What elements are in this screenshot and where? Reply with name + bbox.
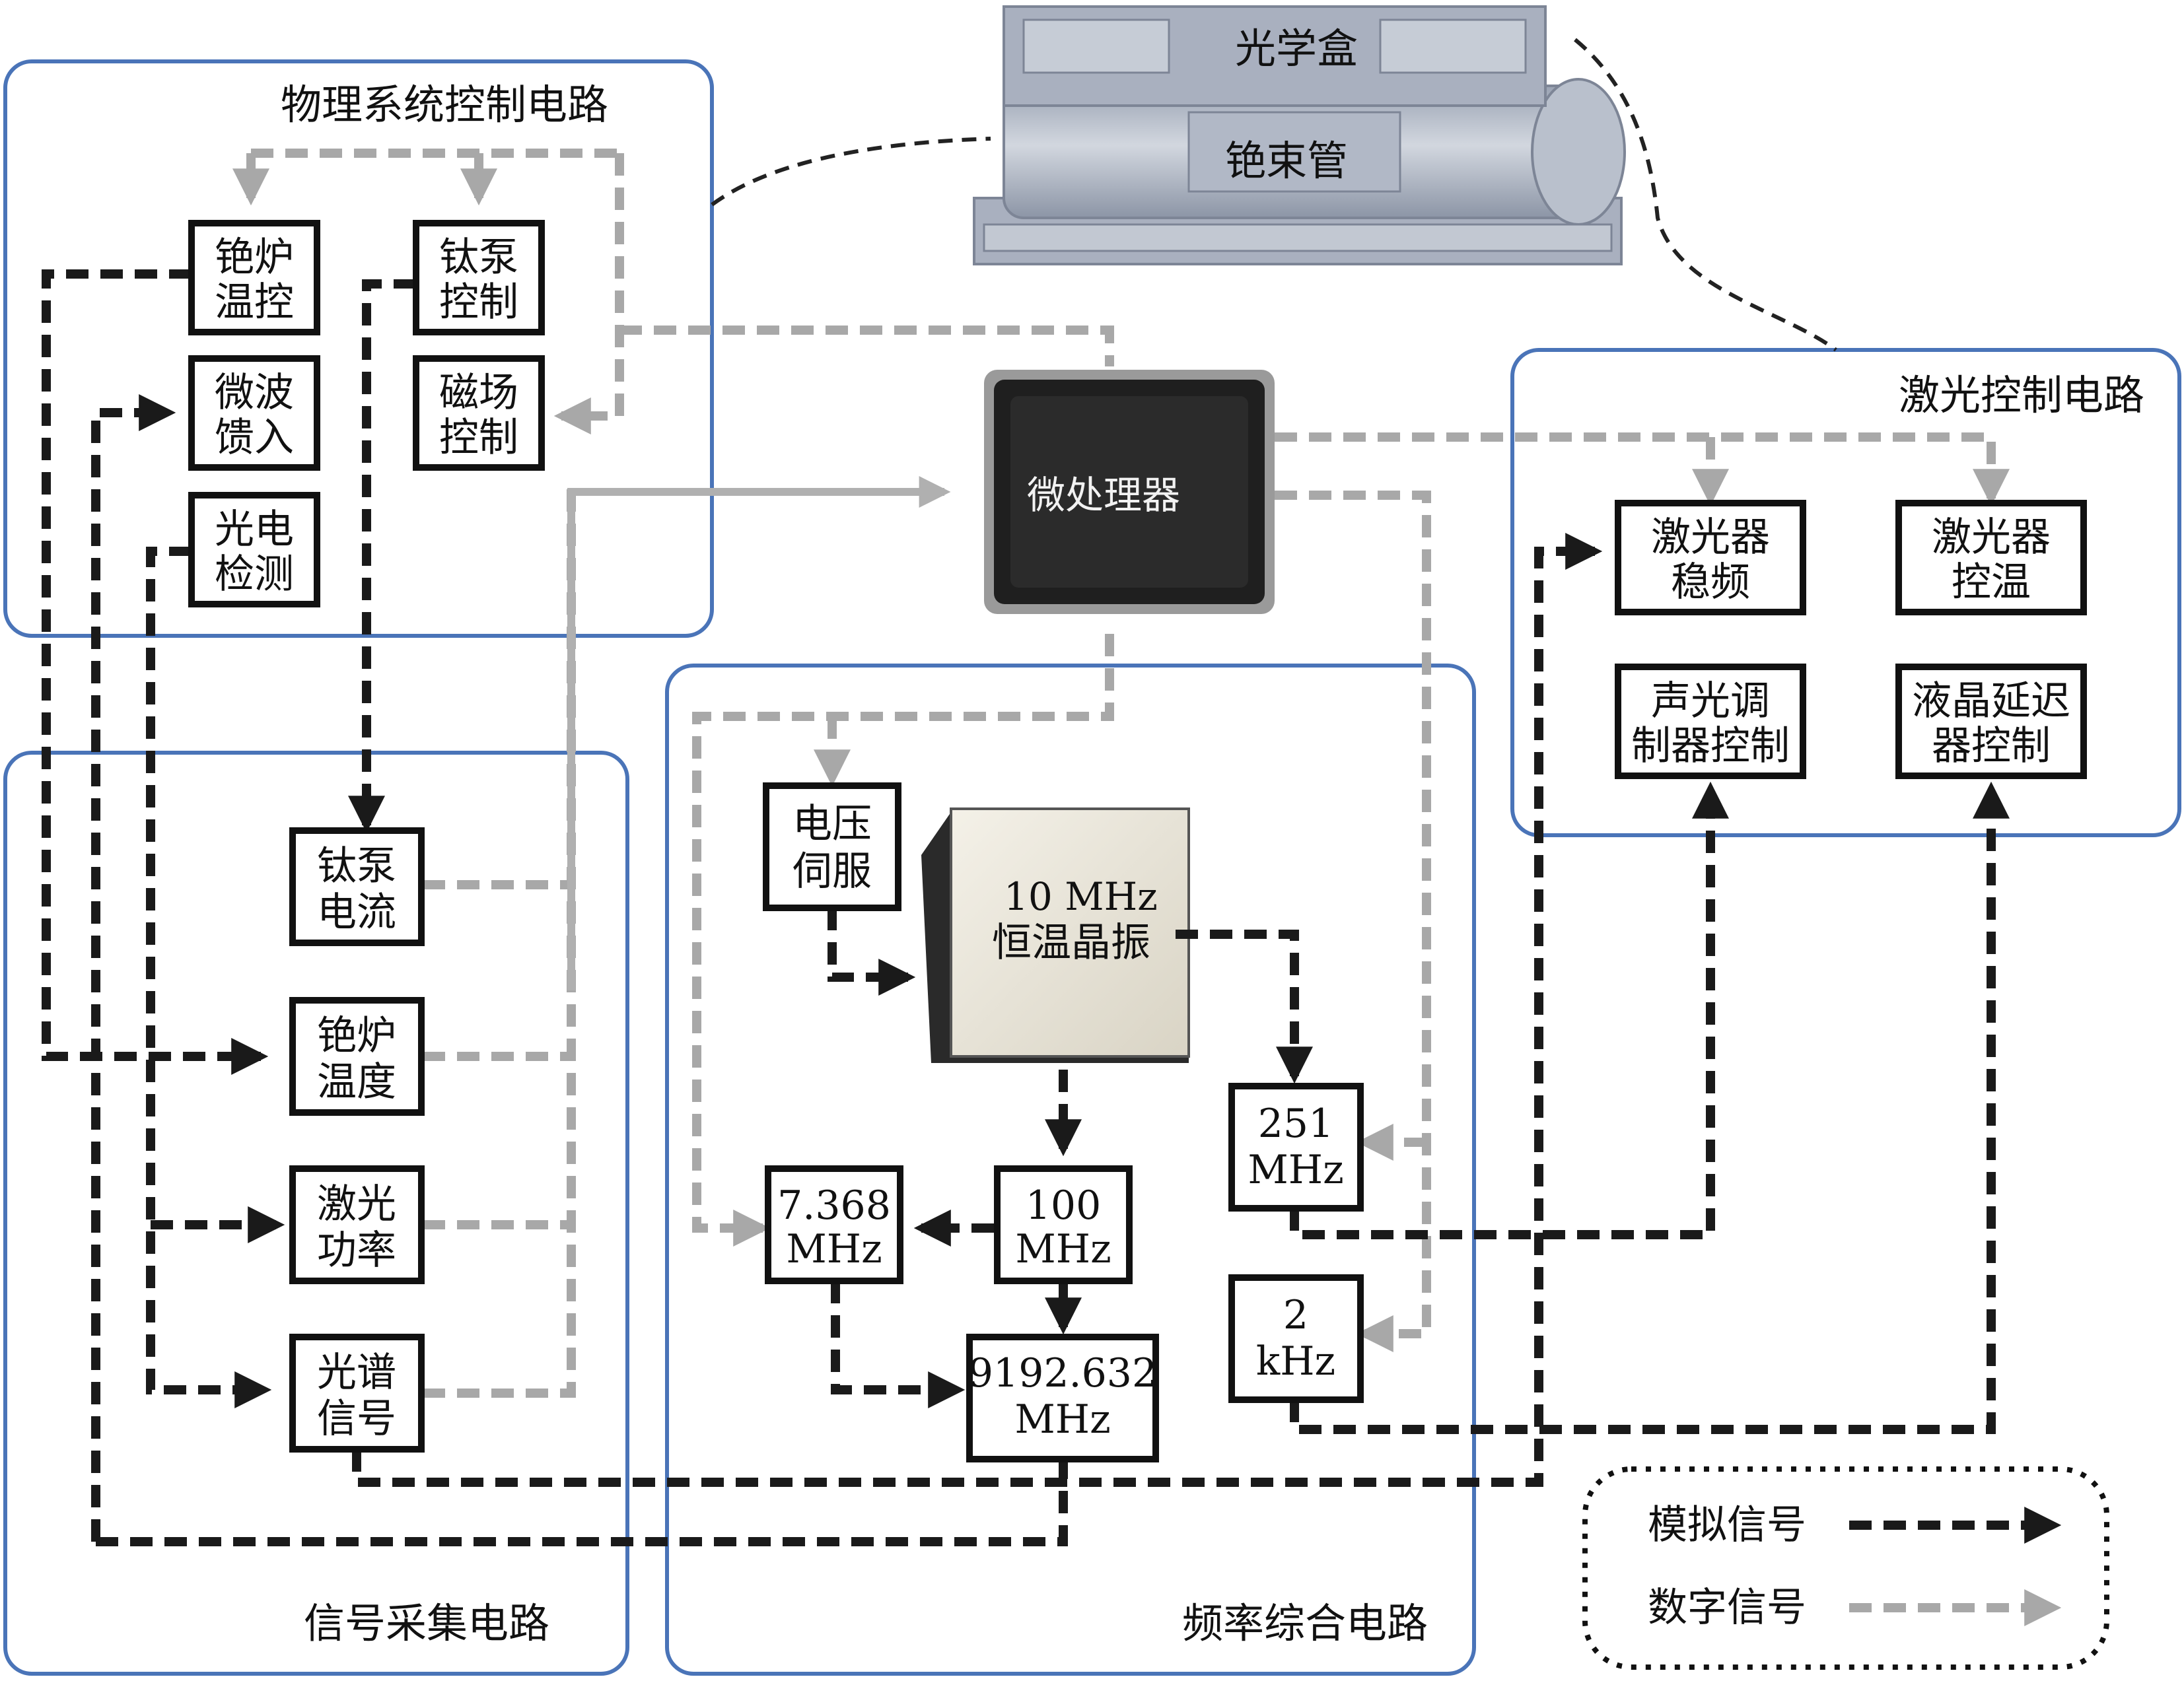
microprocessor-chip [984,370,1275,614]
box-aom-ctrl: 声光调 制器控制 [1615,664,1806,779]
svg-text:激光: 激光 [317,1181,396,1227]
svg-text:功率: 功率 [317,1227,396,1274]
svg-text:馈入: 馈入 [215,415,294,461]
box-photo-detect: 光电 检测 [188,492,320,607]
microprocessor-label: 微处理器 [1027,473,1180,518]
svg-text:7.368: 7.368 [777,1183,891,1229]
box-2khz: 2 kHz [1228,1274,1364,1403]
svg-text:温控: 温控 [215,279,294,326]
svg-text:铯炉: 铯炉 [317,1013,396,1059]
svg-text:器控制: 器控制 [1932,723,2051,769]
box-magnetic-ctrl: 磁场 控制 [413,355,545,471]
ocxo-line1: 10 MHz [1004,874,1158,919]
box-laser-lock: 激光器 稳频 [1615,500,1806,615]
box-100mhz: 100 MHz [994,1165,1133,1284]
signal-region [3,751,629,1676]
box-251mhz: 251 MHz [1228,1083,1364,1212]
svg-text:光电: 光电 [215,506,294,553]
svg-text:钛泵: 钛泵 [317,843,396,889]
frequency-region [665,664,1476,1676]
package-to-laser-connector [1574,38,1837,352]
physics-region-title: 物理系统控制电路 [281,81,608,129]
box-laser-power: 激光 功率 [289,1165,425,1284]
svg-text:MHz: MHz [1248,1147,1343,1193]
svg-text:激光器: 激光器 [1932,514,2051,561]
svg-text:激光器: 激光器 [1651,514,1770,561]
box-7368mhz: 7.368 MHz [765,1165,903,1284]
svg-text:控制: 控制 [439,279,518,326]
legend-analog-label: 模拟信号 [1648,1502,1806,1548]
svg-text:液晶延迟: 液晶延迟 [1912,678,2070,724]
signal-to-cpu-wire [567,476,951,990]
svg-text:100: 100 [1026,1183,1102,1229]
svg-text:光谱: 光谱 [317,1350,396,1396]
legend: 模拟信号 数字信号 [1582,1466,2109,1670]
package-to-physics-connector [711,137,991,207]
svg-text:控温: 控温 [1952,559,2031,605]
signal-region-title: 信号采集电路 [304,1599,549,1647]
box-spectrum-signal: 光谱 信号 [289,1334,425,1453]
physics-package-image [973,5,1626,265]
svg-text:铯炉: 铯炉 [215,234,294,281]
box-lc-delay-ctrl: 液晶延迟 器控制 [1895,664,2087,779]
box-cs-oven-ctrl: 铯炉 温控 [188,220,320,335]
svg-text:MHz: MHz [1015,1226,1111,1272]
laser-region-title: 激光控制电路 [1899,371,2144,419]
box-ti-pump-ctrl: 钛泵 控制 [413,220,545,335]
svg-text:磁场: 磁场 [439,370,518,416]
svg-text:信号: 信号 [317,1396,396,1442]
svg-text:温度: 温度 [317,1059,396,1105]
svg-text:检测: 检测 [215,551,294,598]
svg-text:控制: 控制 [439,415,518,461]
box-cs-oven-temp: 铯炉 温度 [289,997,425,1116]
svg-text:电流: 电流 [317,889,396,936]
box-microwave-feed: 微波 馈入 [188,355,320,471]
ocxo-line2: 恒温晶振 [992,920,1150,966]
optics-box-label: 光学盒 [1235,24,1358,73]
svg-text:钛泵: 钛泵 [439,234,518,281]
svg-text:2: 2 [1283,1292,1308,1338]
svg-text:伺服: 伺服 [793,848,872,895]
svg-text:kHz: kHz [1256,1338,1335,1385]
svg-text:制器控制: 制器控制 [1631,723,1790,769]
svg-text:稳频: 稳频 [1671,559,1750,605]
box-laser-temp: 激光器 控温 [1895,500,2087,615]
laser-region [1510,348,2181,837]
svg-text:声光调: 声光调 [1651,678,1770,724]
frequency-region-title: 频率综合电路 [1182,1599,1428,1647]
svg-text:电压: 电压 [793,801,872,847]
physics-region [3,59,714,638]
svg-text:MHz: MHz [1014,1396,1110,1443]
legend-digital-label: 数字信号 [1648,1585,1806,1631]
svg-text:微波: 微波 [215,370,294,416]
box-voltage-servo: 电压 伺服 [763,782,901,911]
svg-text:MHz: MHz [786,1226,882,1272]
digital-wires [232,149,2010,1398]
analog-wires [42,269,2010,1546]
cesium-tube-label: 铯束管 [1225,137,1348,185]
svg-text:9192.632: 9192.632 [968,1350,1157,1396]
box-ti-pump-current: 钛泵 电流 [289,827,425,946]
box-9192mhz: 9192.632 MHz [966,1334,1159,1462]
svg-text:251: 251 [1258,1101,1334,1147]
